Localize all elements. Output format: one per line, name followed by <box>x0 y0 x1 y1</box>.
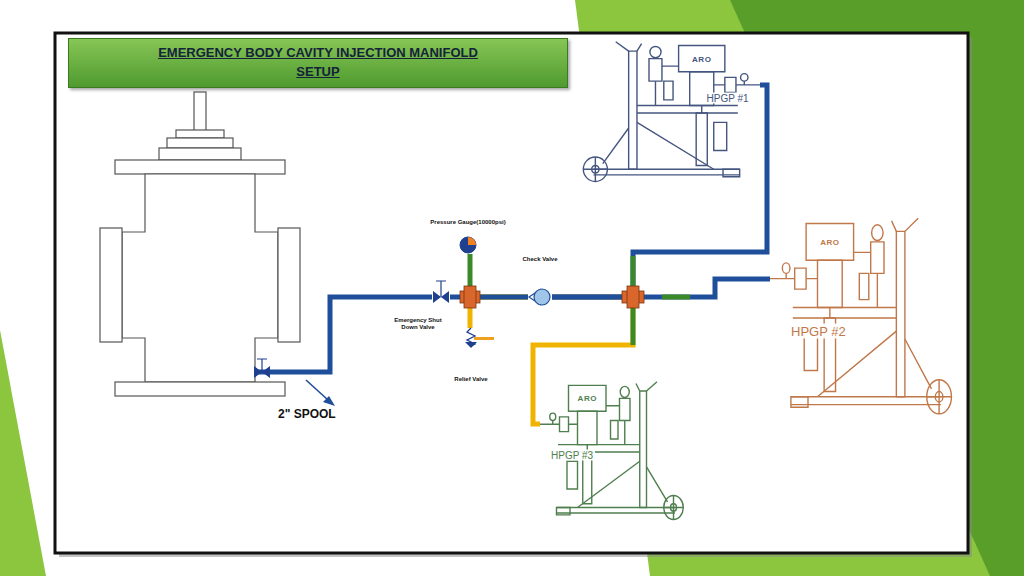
pressure-gauge: Pressure Gauge(10000psi) <box>459 236 477 254</box>
relief-valve: Relief Valve <box>462 328 480 348</box>
label-holder: HPGP #1 <box>705 93 751 104</box>
esd-symbol <box>432 289 450 305</box>
tee-cross <box>460 286 480 308</box>
label-holder: 2" SPOOL <box>278 407 336 421</box>
title-text: EMERGENCY BODY CAVITY INJECTION MANIFOLD… <box>138 44 498 82</box>
pump-unit: ARO HPGP #3 <box>540 378 690 526</box>
label-holder: ARO <box>578 394 597 403</box>
label-holder: Check Valve <box>522 256 557 263</box>
component-label: Emergency Shut Down Valve <box>392 317 444 331</box>
spool-pipe <box>255 297 432 372</box>
label-holder: Pressure Gauge(10000psi) <box>430 219 505 226</box>
leader-arrow <box>306 380 335 406</box>
pipe-connector <box>470 254 528 297</box>
pump-symbol <box>770 213 960 423</box>
brand-label: ARO <box>578 394 597 403</box>
relief-symbol <box>462 328 480 348</box>
tee-cross <box>622 286 644 308</box>
shutdown-valve: Emergency Shut Down Valve <box>432 289 450 305</box>
title-banner: EMERGENCY BODY CAVITY INJECTION MANIFOLD… <box>68 38 568 88</box>
pump-unit: ARO HPGP #2 <box>770 213 960 423</box>
component-label: HPGP #2 <box>789 323 848 338</box>
nipple-pipe <box>662 295 690 300</box>
brand-label: ARO <box>820 237 839 246</box>
label-holder: ARO <box>820 237 839 246</box>
spool-valve <box>254 359 270 378</box>
pipe-connector <box>552 85 767 297</box>
component-label: HPGP #1 <box>705 93 751 104</box>
pump-unit: ARO HPGP #1 <box>575 38 760 188</box>
pipe-connector <box>552 279 770 297</box>
gauge-symbol <box>459 236 477 254</box>
pump-symbol <box>575 38 760 188</box>
corner-band <box>0 330 46 576</box>
label-holder: Relief Valve <box>454 376 487 383</box>
gate-valve-body <box>100 92 300 396</box>
component-label: Relief Valve <box>454 376 487 383</box>
pump-drawing <box>770 218 951 414</box>
spool-label: 2" SPOOL <box>278 407 336 421</box>
component-label: Pressure Gauge(10000psi) <box>430 219 505 226</box>
component-label: Check Valve <box>522 256 557 263</box>
label-holder: Emergency Shut Down Valve <box>392 317 444 331</box>
label-holder: HPGP #2 <box>789 323 848 338</box>
pump-drawing <box>540 382 683 520</box>
brand-label: ARO <box>692 54 711 63</box>
component-label: HPGP #3 <box>549 449 595 460</box>
pump-drawing <box>583 42 760 182</box>
content-panel <box>55 33 968 553</box>
check-valve: Check Valve <box>528 287 552 307</box>
check-symbol <box>528 287 552 307</box>
label-holder: ARO <box>692 54 711 63</box>
label-holder: HPGP #3 <box>549 449 595 460</box>
